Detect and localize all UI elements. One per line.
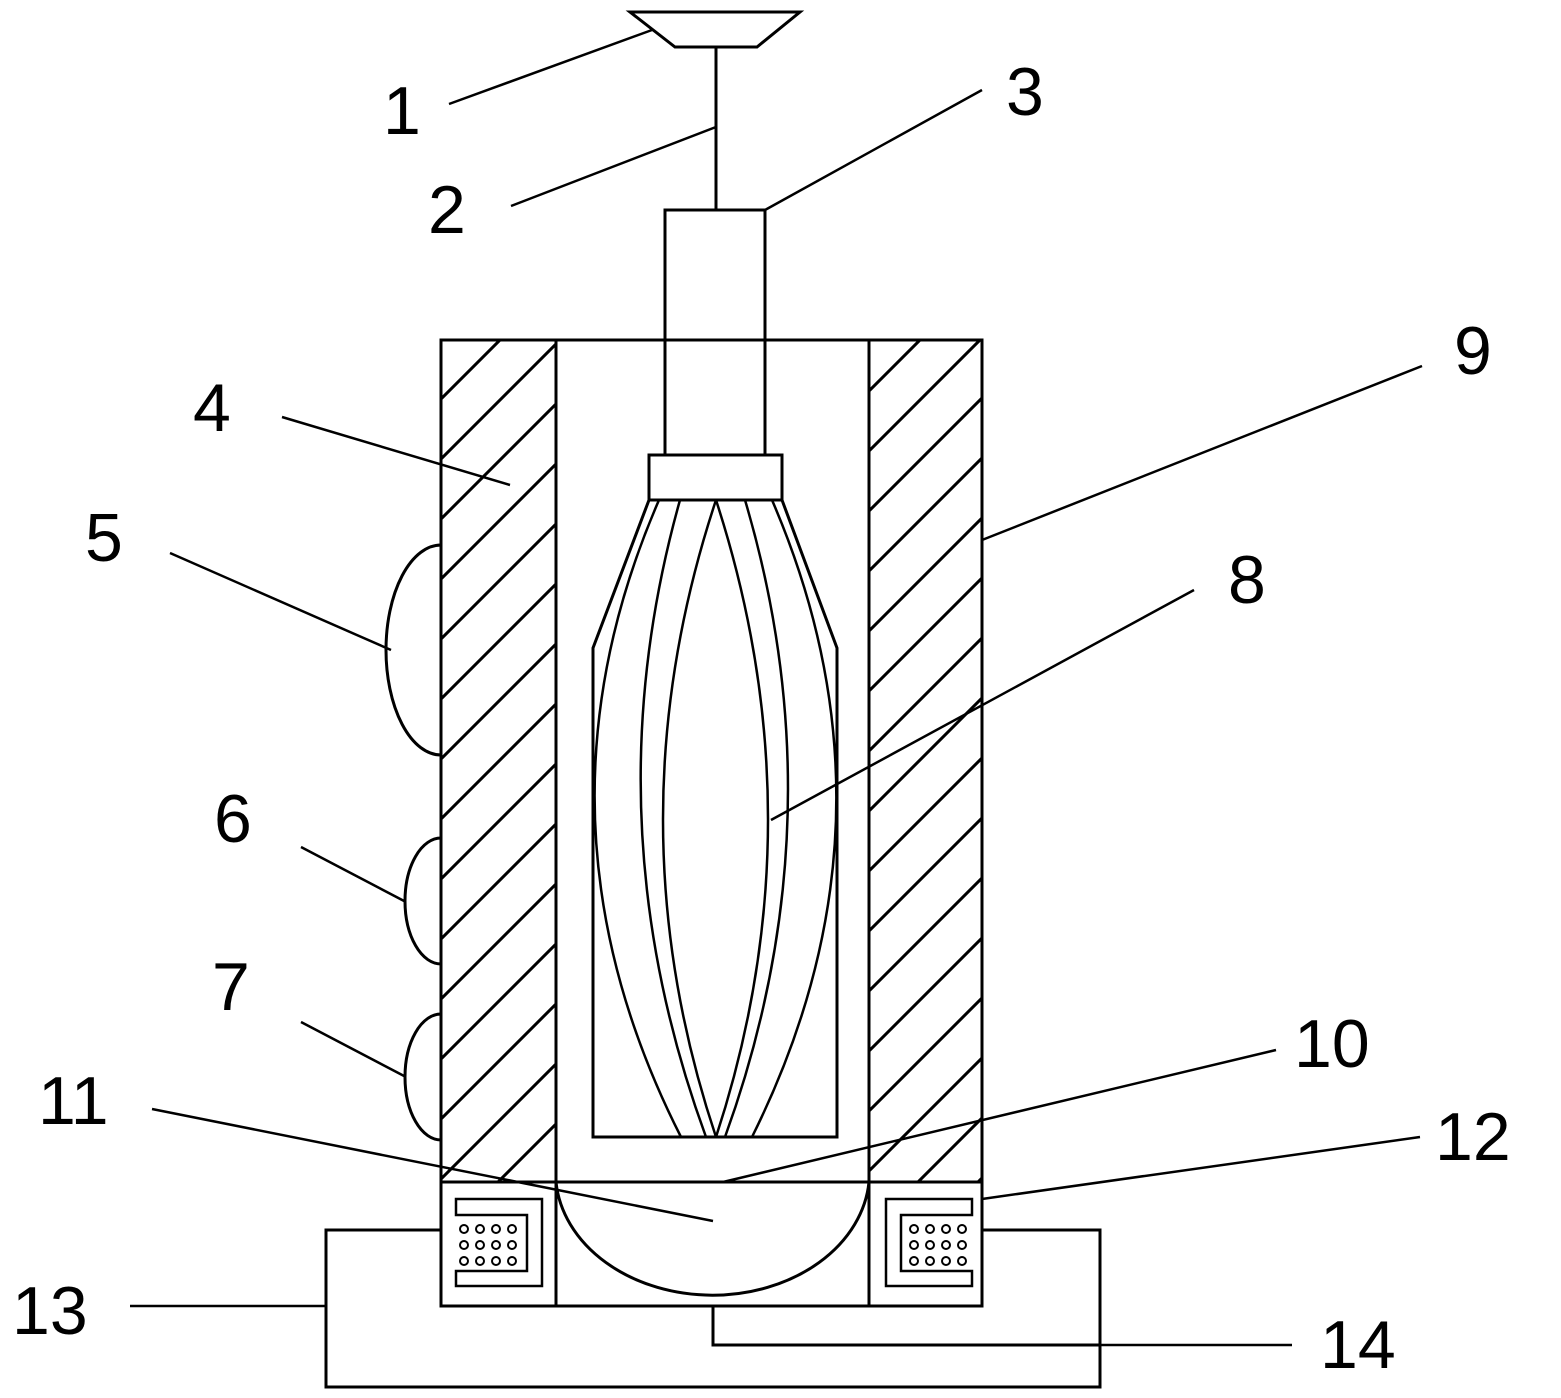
label-9: 9 bbox=[1454, 313, 1492, 389]
label-13: 13 bbox=[12, 1273, 88, 1349]
button-7 bbox=[405, 1014, 441, 1140]
label-10: 10 bbox=[1294, 1006, 1370, 1082]
label-2: 2 bbox=[428, 172, 466, 248]
handle bbox=[630, 12, 800, 47]
label-4: 4 bbox=[193, 370, 231, 446]
leader-lines bbox=[130, 30, 1422, 1345]
label-11: 11 bbox=[38, 1063, 109, 1139]
left-hatched-wall bbox=[441, 340, 556, 1306]
chamber bbox=[593, 500, 837, 1137]
label-7: 7 bbox=[212, 949, 250, 1025]
coil-left bbox=[456, 1199, 542, 1286]
label-3: 3 bbox=[1006, 54, 1044, 130]
outlet-pipe bbox=[713, 1306, 1100, 1345]
label-1: 1 bbox=[383, 73, 421, 149]
whisk bbox=[595, 500, 837, 1137]
right-hatched-wall bbox=[869, 340, 982, 1306]
button-6 bbox=[405, 838, 441, 964]
label-14: 14 bbox=[1320, 1307, 1396, 1383]
button-5 bbox=[386, 545, 441, 755]
collar bbox=[649, 455, 782, 500]
label-12: 12 bbox=[1435, 1099, 1511, 1175]
label-6: 6 bbox=[214, 781, 252, 857]
label-8: 8 bbox=[1228, 542, 1266, 618]
coil-right bbox=[886, 1199, 972, 1286]
label-5: 5 bbox=[85, 500, 123, 576]
sleeve bbox=[665, 210, 765, 455]
